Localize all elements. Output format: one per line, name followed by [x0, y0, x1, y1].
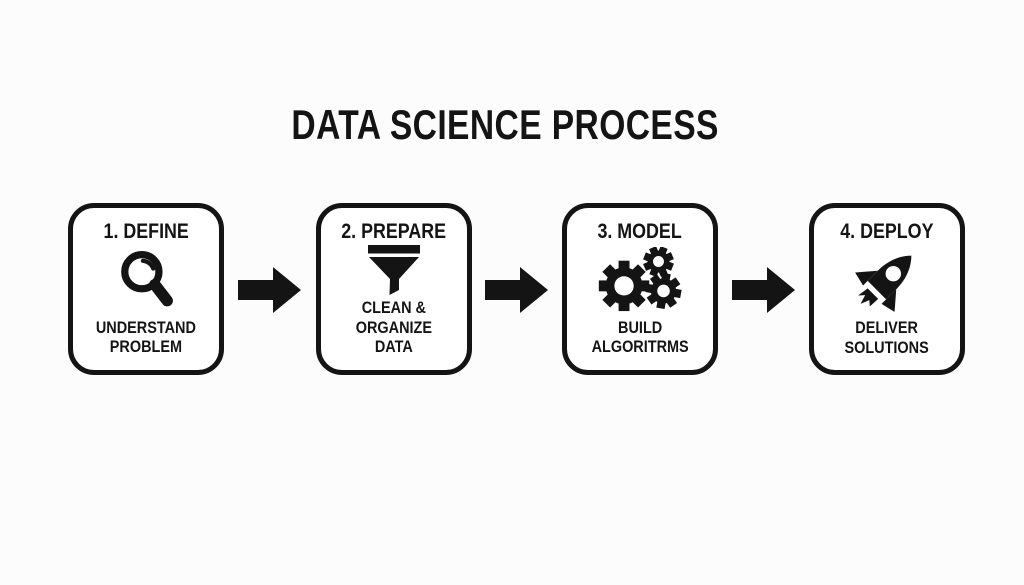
step-caption: BUILD ALGORITRMS [591, 318, 688, 357]
step-box-prepare: 2. PREPARE CLEAN & ORGANIZE DATA [316, 203, 472, 375]
caption-line: DELIVER [855, 318, 919, 337]
step-caption: UNDERSTAND PROBLEM [96, 318, 196, 357]
step-box-model: 3. MODEL [562, 203, 718, 375]
funnel-icon-svg [368, 244, 420, 295]
flow-arrow-icon [732, 262, 795, 318]
caption-line: CLEAN & [361, 297, 427, 317]
flow-arrow-icon-svg [485, 267, 548, 313]
step-label: 2. PREPARE [341, 220, 447, 243]
page-title-text: DATA SCIENCE PROCESS [291, 101, 719, 148]
caption-line: SOLUTIONS [844, 337, 930, 357]
step-caption: DELIVER SOLUTIONS [845, 318, 929, 357]
step-label: 1. DEFINE [103, 220, 189, 243]
caption-line: DATA [374, 337, 413, 357]
step-box-deploy: 4. DEPLOY DELIVER SOLUTIONS [809, 203, 965, 375]
rocket-icon-svg [855, 255, 912, 312]
step-label: 4. DEPLOY [840, 220, 934, 243]
caption-line: ALGORITRMS [591, 337, 689, 357]
magnifier-icon-svg [121, 250, 173, 307]
step-label: 3. MODEL [597, 220, 683, 243]
caption-line: ORGANIZE [355, 317, 433, 337]
gears-icon [598, 242, 682, 318]
magnifier-icon [117, 242, 175, 318]
flow-arrow-icon [238, 262, 301, 318]
caption-line: UNDERSTAND [95, 317, 197, 337]
page-title: DATA SCIENCE PROCESS [0, 104, 1010, 146]
flow-arrow-icon-svg [238, 267, 301, 313]
caption-line: PROBLEM [109, 337, 183, 357]
rocket-icon [848, 242, 926, 318]
caption-line: BUILD [617, 317, 663, 337]
step-box-define: 1. DEFINE UNDERSTAND PROBLEM [68, 203, 224, 375]
step-caption: CLEAN & ORGANIZE DATA [356, 298, 432, 357]
flow-arrow-icon [485, 262, 548, 318]
gears-icon-svg [598, 246, 682, 311]
funnel-icon [367, 242, 421, 298]
flow-arrow-icon-svg [732, 267, 795, 313]
